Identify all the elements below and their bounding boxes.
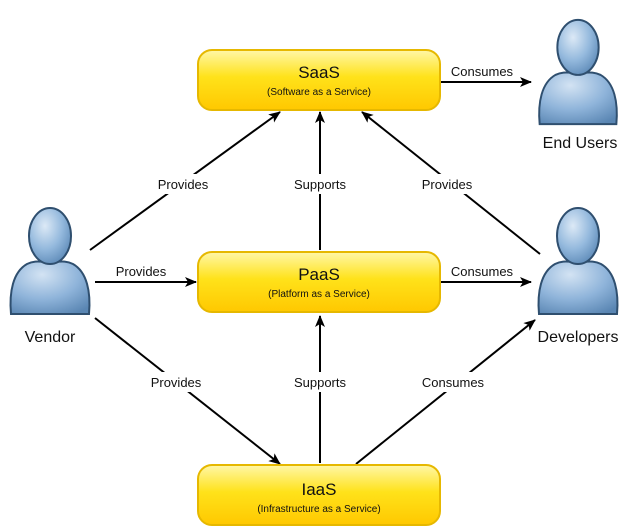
end-users-actor: End Users xyxy=(538,18,618,152)
label-paas-developers: Consumes xyxy=(451,264,514,279)
iaas-subtitle: (Infrastructure as a Service) xyxy=(257,504,380,515)
label-developers-saas: Provides xyxy=(422,177,473,192)
vendor-label: Vendor xyxy=(25,329,76,346)
label-iaas-developers: Consumes xyxy=(422,375,485,390)
label-vendor-iaas: Provides xyxy=(151,375,202,390)
label-saas-end-users: Consumes xyxy=(451,64,514,79)
paas-subtitle: (Platform as a Service) xyxy=(268,289,370,300)
developers-actor: Developers xyxy=(537,207,619,346)
paas-title: PaaS xyxy=(298,265,340,284)
label-iaas-paas: Supports xyxy=(294,375,347,390)
iaas-box: IaaS (Infrastructure as a Service) xyxy=(197,464,441,526)
label-vendor-paas: Provides xyxy=(116,264,167,279)
end-users-label: End Users xyxy=(543,135,618,152)
vendor-person-icon xyxy=(9,207,91,315)
saas-title: SaaS xyxy=(298,63,340,82)
end-users-person-icon xyxy=(538,18,618,126)
iaas-title: IaaS xyxy=(302,480,337,499)
label-vendor-saas: Provides xyxy=(158,177,209,192)
saas-box: SaaS (Software as a Service) xyxy=(197,49,441,111)
vendor-actor: Vendor xyxy=(9,207,91,346)
developers-person-icon xyxy=(537,207,619,315)
developers-label: Developers xyxy=(538,329,619,346)
paas-box: PaaS (Platform as a Service) xyxy=(197,251,441,313)
saas-subtitle: (Software as a Service) xyxy=(267,87,371,98)
edge-labels: Provides Provides Provides Supports Supp… xyxy=(108,62,520,392)
label-paas-saas: Supports xyxy=(294,177,347,192)
